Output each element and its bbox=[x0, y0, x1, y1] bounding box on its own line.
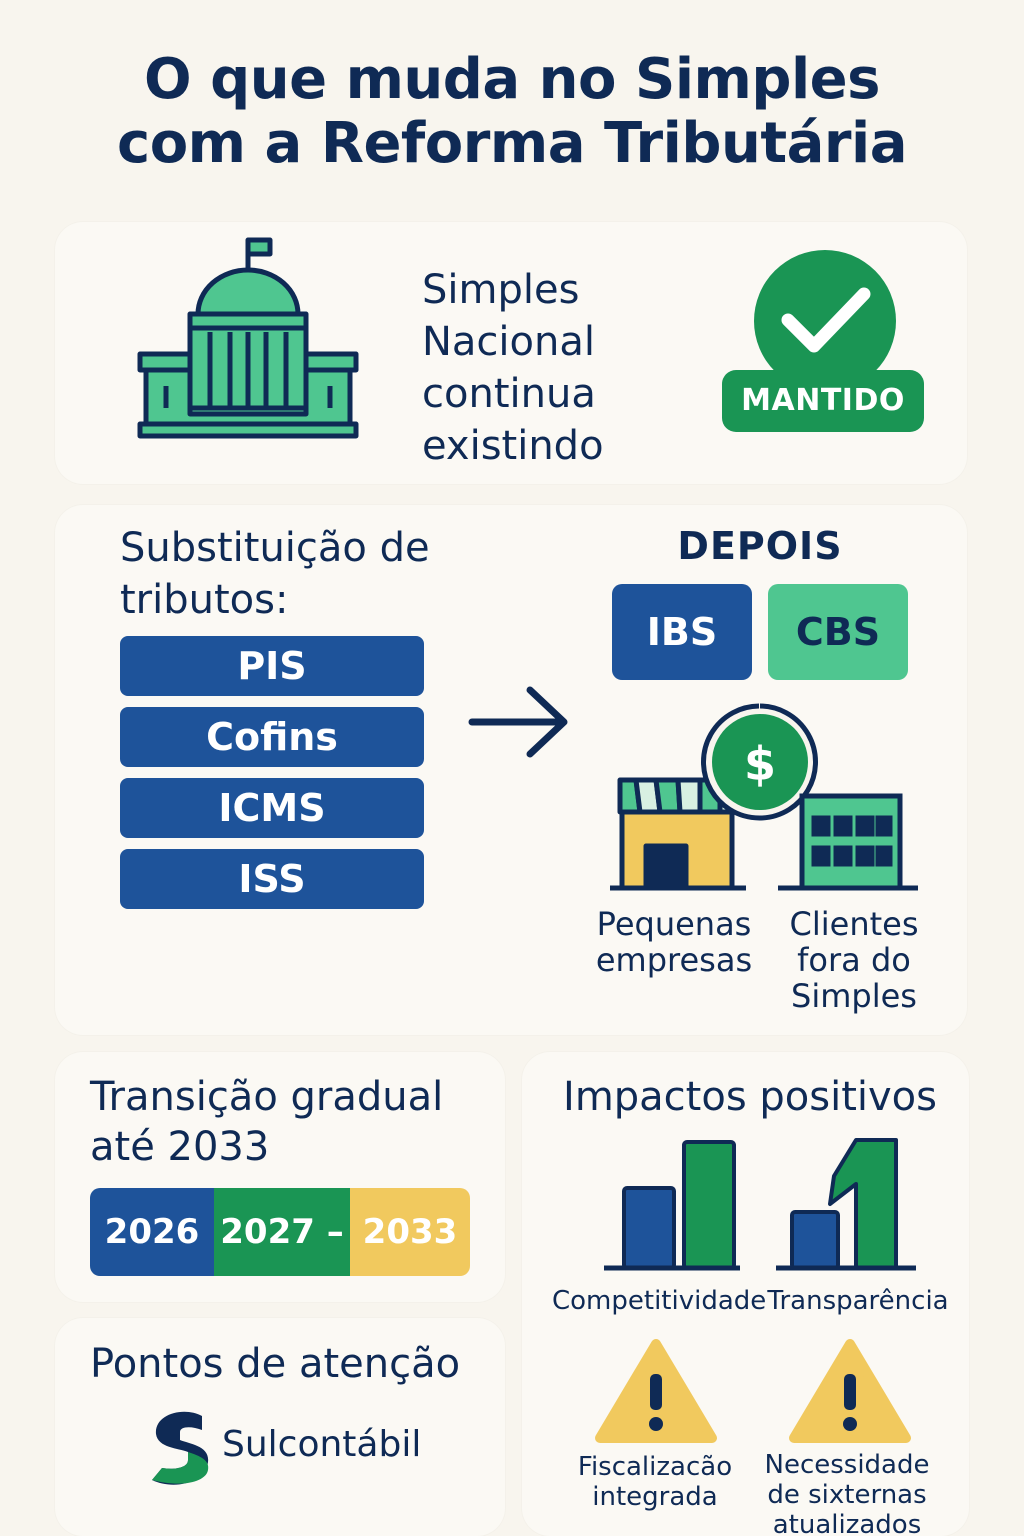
heading-line: Transição gradual bbox=[90, 1074, 444, 1120]
label-line: fora do bbox=[797, 941, 911, 979]
tax-pis: PIS bbox=[120, 636, 424, 696]
heading-line: Substituição de bbox=[120, 525, 430, 571]
label-line: Pequenas bbox=[596, 905, 752, 943]
brand-name: Sulcontábil bbox=[222, 1424, 422, 1465]
timeline-2033: 2033 bbox=[350, 1188, 470, 1276]
page-title: O que muda no Simples com a Reforma Trib… bbox=[0, 48, 1024, 176]
transparencia-bars-icon bbox=[776, 1138, 916, 1271]
pontos-card bbox=[55, 1318, 505, 1536]
impactos-heading: Impactos positivos bbox=[563, 1074, 937, 1120]
warning-icon bbox=[595, 1339, 717, 1443]
transparencia-label: Transparência bbox=[767, 1286, 949, 1316]
label-line: de sixternas bbox=[767, 1480, 927, 1510]
transicao-heading: Transição gradual até 2033 bbox=[90, 1072, 490, 1172]
label-line: Clientes bbox=[789, 905, 919, 943]
tax-ibs: IBS bbox=[612, 584, 752, 680]
impactos-card bbox=[522, 1052, 969, 1536]
label-line: Simples bbox=[791, 977, 917, 1015]
text-line: Nacional bbox=[422, 319, 595, 365]
title-line-1: O que muda no Simples bbox=[144, 47, 880, 112]
label-line: atualizados bbox=[772, 1510, 922, 1536]
label-line: Necessidade bbox=[764, 1450, 930, 1480]
simples-continua-text: Simples Nacional continua existindo bbox=[422, 264, 702, 472]
label-line: integrada bbox=[592, 1482, 718, 1512]
timeline-2026: 2026 bbox=[90, 1188, 214, 1276]
pequenas-empresas-label: Pequenas empresas bbox=[584, 906, 764, 978]
tax-cbs: CBS bbox=[768, 584, 908, 680]
sulcontabil-logo-icon bbox=[152, 1411, 209, 1485]
necessidade-label: Necessidade de sixternas atualizados bbox=[756, 1450, 938, 1536]
heading-line: tributos: bbox=[120, 577, 289, 623]
text-line: existindo bbox=[422, 423, 604, 469]
tax-icms: ICMS bbox=[120, 778, 424, 838]
depois-label: DEPOIS bbox=[677, 524, 843, 568]
office-building-icon bbox=[778, 793, 918, 891]
businesses-illustration: $ bbox=[610, 703, 918, 891]
dollar-coin-icon: $ bbox=[701, 703, 818, 821]
arrow-right-icon bbox=[468, 686, 568, 758]
label-line: empresas bbox=[595, 941, 753, 979]
tax-cofins: Cofins bbox=[120, 707, 424, 767]
mantido-badge: MANTIDO bbox=[722, 370, 924, 432]
checkmark-icon bbox=[754, 250, 896, 392]
label-line: Fiscalizacão bbox=[577, 1452, 733, 1482]
competitividade-bars-icon bbox=[604, 1140, 740, 1271]
fiscalizacao-label: Fiscalizacão integrada bbox=[560, 1452, 750, 1512]
svg-text:$: $ bbox=[744, 737, 776, 791]
government-building-icon bbox=[137, 237, 359, 439]
clientes-fora-label: Clientes fora do Simples bbox=[774, 906, 934, 1014]
text-line: continua bbox=[422, 371, 596, 417]
pontos-heading: Pontos de atenção bbox=[90, 1341, 461, 1387]
timeline-2027: 2027 – bbox=[214, 1188, 350, 1276]
substituicao-heading: Substituição de tributos: bbox=[120, 522, 520, 626]
text-line: Simples bbox=[422, 267, 580, 313]
tax-iss: ISS bbox=[120, 849, 424, 909]
title-line-2: com a Reforma Tributária bbox=[117, 111, 907, 176]
heading-line: até 2033 bbox=[90, 1124, 270, 1170]
warning-icon bbox=[789, 1339, 911, 1443]
competitividade-label: Competitividade bbox=[552, 1286, 767, 1316]
